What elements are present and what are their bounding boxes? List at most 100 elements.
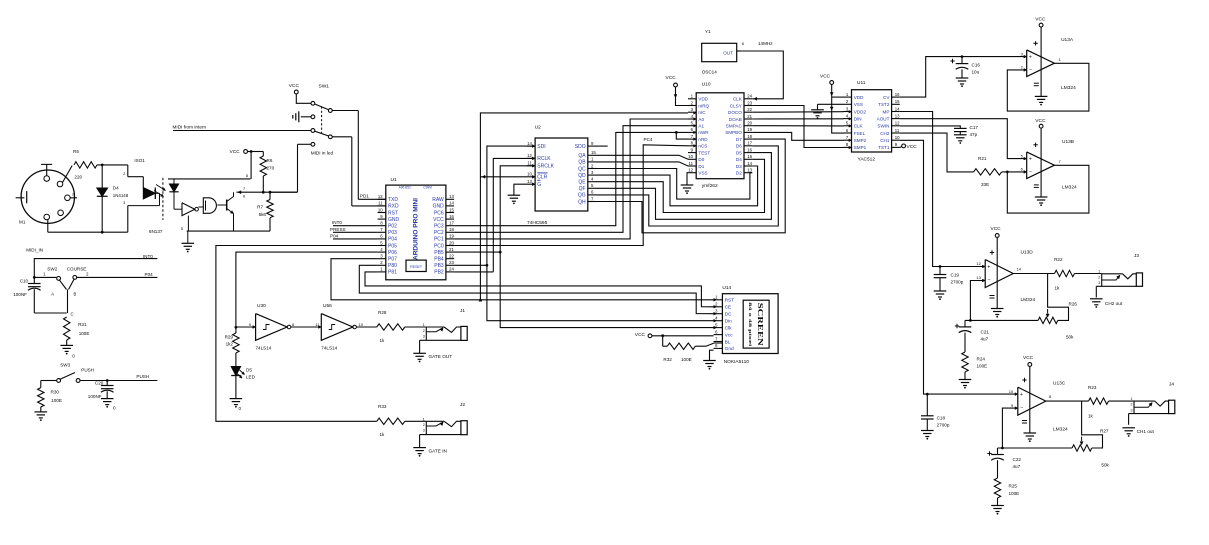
svg-text:4: 4 (380, 247, 383, 252)
svg-text:84 x 48 pixel: 84 x 48 pixel (748, 302, 753, 346)
svg-text:R26: R26 (1069, 302, 1078, 307)
svg-text:VDD: VDD (854, 95, 864, 100)
svg-text:MIDI_IN: MIDI_IN (26, 247, 43, 252)
svg-text:13: 13 (527, 179, 532, 184)
svg-text:VCC: VCC (289, 83, 300, 89)
svg-text:7: 7 (715, 336, 718, 341)
svg-text:2: 2 (423, 423, 425, 427)
svg-text:270: 270 (267, 166, 275, 171)
svg-text:3: 3 (715, 309, 718, 314)
svg-text:74HC595: 74HC595 (527, 220, 548, 226)
svg-text:10: 10 (1009, 389, 1014, 394)
svg-text:INT0: INT0 (143, 254, 153, 259)
svg-text:4: 4 (691, 114, 694, 119)
svg-text:J4: J4 (1169, 382, 1174, 388)
svg-text:VCC: VCC (1035, 118, 1046, 124)
svg-text:18: 18 (747, 134, 752, 139)
svg-text:Din: Din (725, 319, 733, 325)
svg-text:−: − (1029, 169, 1032, 175)
svg-text:LED: LED (246, 375, 256, 380)
svg-text:10: 10 (359, 322, 364, 327)
svg-text:INT0: INT0 (332, 220, 342, 225)
svg-text:SMP1: SMP1 (854, 145, 867, 150)
svg-text:3: 3 (846, 106, 849, 111)
svg-text:D1: D1 (698, 164, 704, 169)
svg-text:SDI: SDI (537, 144, 545, 150)
svg-text:100NF: 100NF (13, 292, 27, 297)
svg-text:9: 9 (380, 214, 383, 219)
svg-text:3: 3 (1098, 281, 1100, 285)
svg-text:VSS: VSS (854, 102, 863, 107)
svg-text:VCC: VCC (666, 75, 677, 81)
svg-text:C19: C19 (951, 273, 960, 278)
svg-text:Gnd: Gnd (725, 346, 734, 352)
svg-text:22: 22 (747, 107, 752, 112)
svg-text:CH1 out: CH1 out (1137, 429, 1155, 434)
svg-text:24: 24 (449, 267, 454, 272)
svg-text:P06: P06 (388, 250, 397, 256)
svg-text:+: + (1029, 55, 1032, 61)
svg-text:24: 24 (747, 94, 752, 99)
svg-text:15: 15 (449, 207, 454, 212)
svg-text:A96 B52: A96 B52 (399, 186, 411, 190)
svg-text:+: + (1029, 157, 1032, 163)
svg-text:9: 9 (691, 147, 694, 152)
svg-text:6N137: 6N137 (149, 229, 163, 234)
svg-text:C21: C21 (981, 330, 990, 335)
svg-text:LM324: LM324 (1021, 297, 1036, 303)
svg-text:PUSH: PUSH (136, 374, 149, 379)
svg-text:100NF: 100NF (88, 394, 102, 399)
svg-text:RST: RST (388, 210, 398, 216)
svg-text:2: 2 (380, 260, 383, 265)
svg-text:22: 22 (449, 254, 454, 259)
svg-text:16: 16 (895, 92, 900, 97)
svg-text:−: − (988, 278, 991, 284)
svg-text:RXD: RXD (388, 204, 399, 210)
svg-text:14: 14 (527, 141, 532, 146)
svg-text:11: 11 (527, 161, 532, 166)
svg-text:J3: J3 (1134, 253, 1139, 259)
svg-text:A: A (51, 292, 54, 297)
svg-text:15: 15 (591, 150, 596, 155)
svg-text:PB2: PB2 (434, 270, 444, 276)
svg-text:4: 4 (591, 177, 594, 182)
svg-text:VDD: VDD (698, 97, 708, 102)
svg-text:VCC: VCC (635, 332, 646, 338)
svg-text:U13C: U13C (1053, 381, 1066, 387)
svg-text:PC6: PC6 (434, 210, 444, 216)
svg-text:2700p: 2700p (951, 280, 964, 285)
svg-text:VCC: VCC (433, 217, 444, 223)
svg-text:14MHz: 14MHz (758, 41, 773, 46)
svg-text:14: 14 (1017, 267, 1022, 272)
svg-text:P04: P04 (145, 272, 154, 277)
svg-text:12: 12 (976, 261, 981, 266)
svg-text:SRCLK: SRCLK (537, 164, 554, 170)
svg-text:13: 13 (895, 113, 900, 118)
svg-text:4: 4 (846, 113, 849, 118)
svg-text:MP: MP (883, 109, 890, 114)
svg-text:DC: DC (725, 312, 732, 318)
svg-text:12: 12 (688, 168, 693, 173)
svg-text:R25: R25 (1009, 484, 1018, 489)
svg-text:9: 9 (895, 142, 898, 147)
svg-text:10: 10 (527, 172, 532, 177)
svg-text:FSEL: FSEL (854, 131, 866, 136)
svg-text:16: 16 (747, 147, 752, 152)
svg-text:5: 5 (591, 183, 594, 188)
svg-text:TXD: TXD (388, 197, 398, 203)
svg-text:C16: C16 (972, 63, 981, 68)
svg-text:P81: P81 (388, 270, 397, 276)
svg-text:P03: P03 (388, 230, 397, 236)
svg-text:D3: D3 (736, 164, 742, 169)
svg-text:P80: P80 (388, 263, 397, 269)
svg-text:P02: P02 (388, 224, 397, 230)
svg-text:D2: D2 (736, 171, 742, 176)
svg-text:CH1: CH1 (880, 138, 890, 143)
svg-text:SWIN: SWIN (877, 124, 889, 129)
svg-text:PC3: PC3 (434, 224, 444, 230)
svg-text:12: 12 (527, 153, 532, 158)
svg-text:D6: D6 (736, 144, 742, 149)
svg-text:PC2: PC2 (434, 230, 444, 236)
svg-text:MIDI in led: MIDI in led (311, 151, 334, 156)
svg-text:13: 13 (747, 168, 752, 173)
